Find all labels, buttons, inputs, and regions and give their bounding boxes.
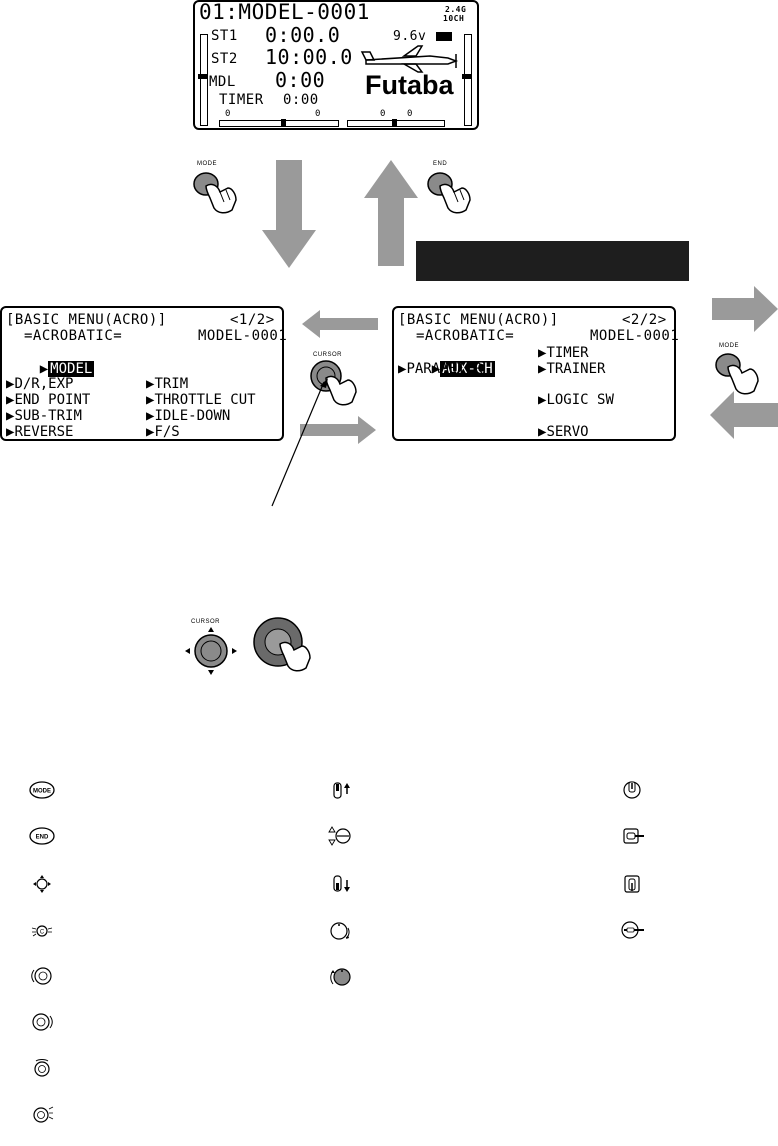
menu-item[interactable]: ▶F/S	[146, 424, 180, 440]
svg-text:C: C	[40, 930, 45, 936]
basic-menu-page-1: [BASIC MENU(ACRO)] <1/2> =ACROBATIC= MOD…	[0, 306, 288, 441]
dial-right-icon	[32, 1013, 53, 1031]
menu-type: =ACROBATIC=	[24, 328, 123, 344]
arrow-up-icon	[364, 160, 418, 266]
menu-title: [BASIC MENU(ACRO)]	[6, 312, 167, 328]
arrow-left-icon	[710, 391, 778, 439]
trim-mark: 0	[315, 109, 321, 119]
st2-label: ST2	[211, 51, 238, 67]
menu-item-label: AUX-CH	[440, 361, 495, 377]
channels-label: 10CH	[443, 14, 465, 23]
menu-item[interactable]: ▶D/R,EXP	[6, 376, 74, 392]
right-trim-marker	[462, 74, 472, 79]
trim-mark: 0	[380, 109, 386, 119]
callout-line	[271, 378, 328, 507]
menu-title: [BASIC MENU(ACRO)]	[398, 312, 559, 328]
menu-page: <1/2>	[230, 312, 275, 328]
menu-item-model[interactable]: ▶MODEL	[6, 345, 95, 393]
voltage-readout: 9.6v	[393, 29, 427, 44]
st1-label: ST1	[211, 28, 238, 44]
home-screen: 01:MODEL-0001 2.4G 10CH ST1 0:00.0 9.6v …	[193, 0, 479, 130]
battery-icon	[436, 32, 452, 41]
mode-button-label: MODE	[719, 343, 739, 349]
switch-right-icon	[623, 828, 644, 844]
cursor-pad-icon	[33, 875, 51, 893]
right-trim-bar	[464, 34, 472, 126]
cursor-pad-label: CURSOR	[191, 619, 221, 625]
mode-button-icon: MODE	[29, 781, 55, 799]
mdl-label: MDL	[209, 74, 236, 90]
menu-item-label: MODEL	[48, 361, 95, 377]
trim-mark: 0	[407, 109, 413, 119]
st1-value: 0:00.0	[265, 23, 341, 47]
svg-text:END: END	[36, 835, 49, 841]
menu-model: MODEL-0001	[198, 328, 288, 344]
cursor-press-icon: C	[31, 925, 53, 937]
menu-item[interactable]: ▶SERVO	[538, 424, 589, 440]
lever-up-icon	[333, 782, 350, 799]
left-trim-bar	[200, 34, 208, 126]
slide-up-down-icon	[328, 826, 351, 846]
arrow-down-icon	[262, 160, 316, 268]
dial-left-icon	[31, 967, 52, 985]
lever-down-icon	[333, 875, 350, 892]
left-trim-marker	[198, 74, 208, 79]
pointer-icon: ▶	[431, 361, 441, 377]
menu-item[interactable]: ▶TRAINER	[538, 361, 606, 377]
arrow-right-icon	[712, 286, 778, 332]
menu-item[interactable]: ▶THROTTLE CUT	[146, 392, 256, 408]
timer-value: 0:00	[283, 92, 319, 108]
cursor-pad-icon[interactable]	[181, 625, 243, 677]
mode-button[interactable]	[714, 350, 778, 396]
model-line: 01:MODEL-0001	[199, 0, 370, 24]
st2-value: 10:00.0	[265, 45, 353, 69]
menu-item[interactable]: ▶TRIM	[146, 376, 189, 392]
bottom-trim-marker	[392, 119, 397, 127]
menu-type: =ACROBATIC=	[416, 328, 515, 344]
end-button[interactable]	[426, 168, 478, 216]
end-button-icon: END	[29, 827, 55, 845]
bottom-trim-marker	[281, 119, 286, 127]
dial-press-icon[interactable]	[250, 614, 316, 678]
knob-ccw-icon	[330, 968, 351, 986]
menu-item-aux-ch[interactable]: ▶AUX-CH	[398, 345, 495, 393]
caption-banner	[416, 241, 689, 281]
switch-center-icon	[621, 921, 644, 939]
menu-item[interactable]: ▶SUB-TRIM	[6, 408, 82, 424]
timer-label: TIMER	[219, 92, 264, 108]
trim-mark: 0	[225, 109, 231, 119]
mode-button[interactable]	[192, 168, 244, 216]
menu-item[interactable]: ▶LOGIC SW	[538, 392, 614, 408]
arrow-right-icon	[300, 416, 376, 444]
switch-mid-icon	[624, 875, 640, 893]
mode-button-label: MODE	[197, 161, 217, 167]
bottom-trim-bar	[219, 120, 339, 127]
end-button-label: END	[433, 161, 448, 167]
band-label: 2.4G	[445, 5, 467, 14]
menu-model: MODEL-0001	[590, 328, 680, 344]
brand-logo: Futaba	[365, 70, 454, 100]
cursor-button[interactable]	[308, 358, 368, 408]
menu-item[interactable]: ▶PARAMETER	[398, 361, 483, 377]
menu-page: <2/2>	[622, 312, 667, 328]
switch-front-icon	[623, 781, 641, 799]
cursor-button-label: CURSOR	[313, 352, 343, 358]
menu-item[interactable]: ▶REVERSE	[6, 424, 74, 440]
menu-item[interactable]: ▶TIMER	[538, 345, 589, 361]
knob-cw-icon	[330, 922, 350, 940]
svg-text:MODE: MODE	[33, 789, 51, 795]
dial-top-icon	[34, 1059, 50, 1077]
airplane-icon	[360, 45, 459, 73]
menu-item[interactable]: ▶END POINT	[6, 392, 91, 408]
arrow-left-icon	[302, 310, 378, 338]
menu-item[interactable]: ▶IDLE-DOWN	[146, 408, 231, 424]
dial-press-icon	[33, 1106, 54, 1123]
mdl-value: 0:00	[275, 68, 326, 92]
basic-menu-page-2: [BASIC MENU(ACRO)] <2/2> =ACROBATIC= MOD…	[392, 306, 680, 441]
pointer-icon: ▶	[39, 361, 49, 377]
